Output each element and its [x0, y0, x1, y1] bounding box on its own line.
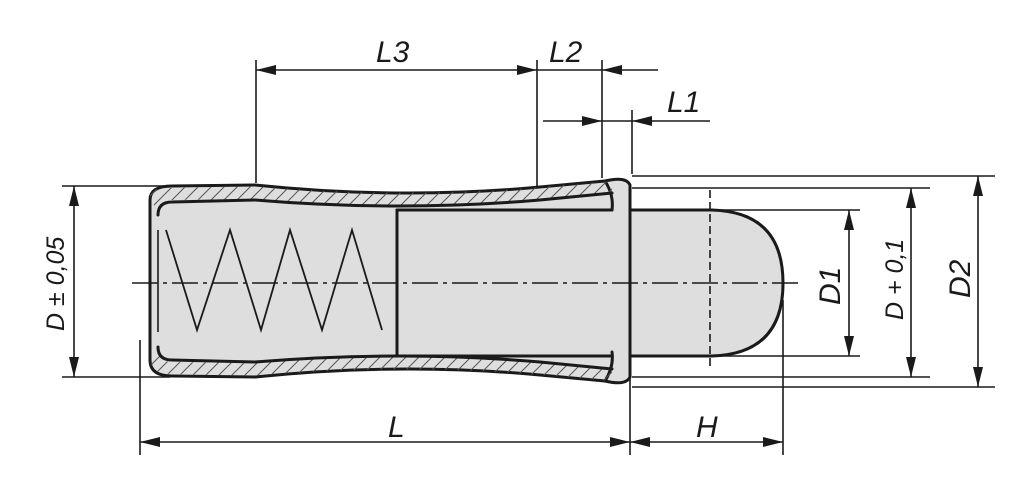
extension-lines: [62, 60, 995, 455]
label-L: L: [388, 411, 405, 444]
dimension-lines: [69, 65, 983, 447]
label-L2: L2: [549, 36, 583, 69]
hatch-line: [597, 347, 612, 381]
dimension-labels: L H L3 L2 L1 D ± 0,05 D1 D + 0,1 D2: [42, 36, 977, 444]
compression-spring: [165, 226, 383, 334]
label-D-tol-01: D + 0,1: [881, 239, 909, 320]
plunger-tip: [628, 190, 785, 366]
label-D2: D2: [944, 259, 977, 298]
inner-bore: [156, 191, 614, 371]
label-D1: D1: [814, 267, 847, 305]
label-L3: L3: [376, 36, 410, 69]
label-D-tol-005: D ± 0,05: [42, 237, 70, 331]
label-L1: L1: [667, 86, 700, 119]
label-H: H: [696, 411, 718, 444]
